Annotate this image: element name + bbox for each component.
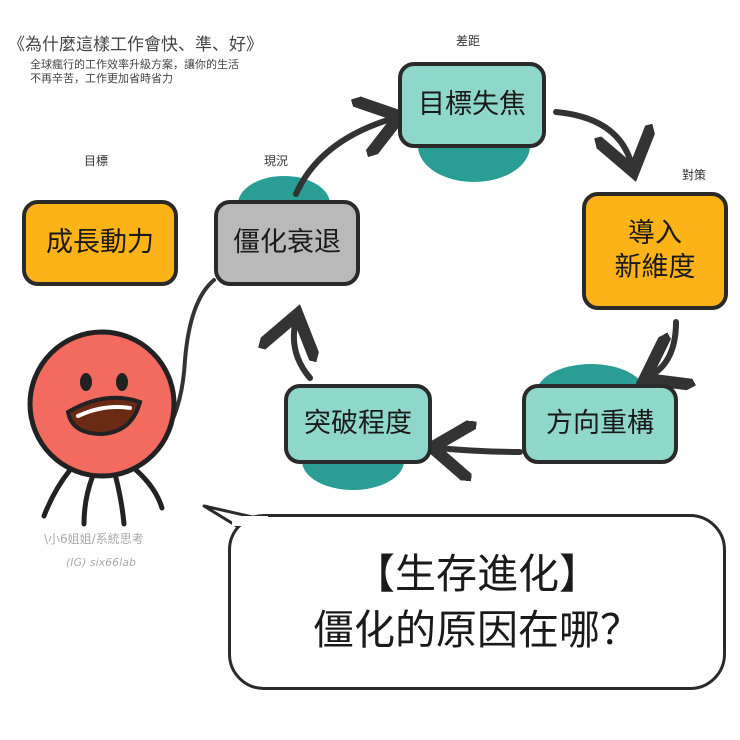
arrow-restructure-to-breakthrough (438, 448, 523, 452)
node-goal-label: 成長動力 (46, 227, 154, 258)
label-strategy: 對策 (682, 168, 707, 182)
label-gap: 差距 (456, 34, 481, 48)
node-breakthrough: 突破程度 (284, 384, 432, 464)
node-gap: 目標失焦 (398, 62, 546, 148)
label-goal: 目標 (84, 154, 109, 168)
arrow-strategy-to-restructure (650, 319, 676, 376)
bubble-tail-seam (232, 516, 268, 526)
node-strategy: 導入 新維度 (582, 192, 728, 310)
node-current-label: 僵化衰退 (233, 227, 341, 258)
subtitle-line-2: 不再辛苦，工作更加省時省力 (30, 72, 173, 85)
node-current: 僵化衰退 (214, 200, 360, 286)
node-restructure-label: 方向重構 (546, 408, 654, 439)
label-current: 現況 (264, 154, 289, 168)
book-title: 《為什麼這樣工作會快、準、好》 (8, 35, 263, 55)
arrow-breakthrough-to-current (294, 320, 310, 381)
speech-bubble: 【生存進化】 僵化的原因在哪？ (228, 514, 726, 690)
arrow-gap-to-strategy (553, 109, 632, 166)
subtitle-line-1: 全球瘋行的工作效率升級方案，讓你的生活 (30, 58, 239, 71)
book-subtitle: 全球瘋行的工作效率升級方案，讓你的生活 不再辛苦，工作更加省時省力 (30, 58, 290, 86)
node-strategy-label-1: 導入 (628, 218, 682, 249)
node-gap-label: 目標失焦 (418, 89, 526, 120)
credit-author: \小6姐姐/系統思考 (44, 532, 144, 546)
node-restructure: 方向重構 (522, 384, 678, 464)
octopus-character (27, 329, 177, 527)
bubble-line-2: 僵化的原因在哪？ (313, 606, 641, 654)
node-breakthrough-label: 突破程度 (304, 408, 412, 439)
node-strategy-label-2: 新維度 (614, 252, 696, 283)
credit-ig: (IG) six66lab (66, 556, 136, 569)
arrow-current-to-gap (293, 118, 394, 197)
node-goal: 成長動力 (22, 200, 178, 286)
bubble-line-1: 【生存進化】 (354, 550, 600, 598)
